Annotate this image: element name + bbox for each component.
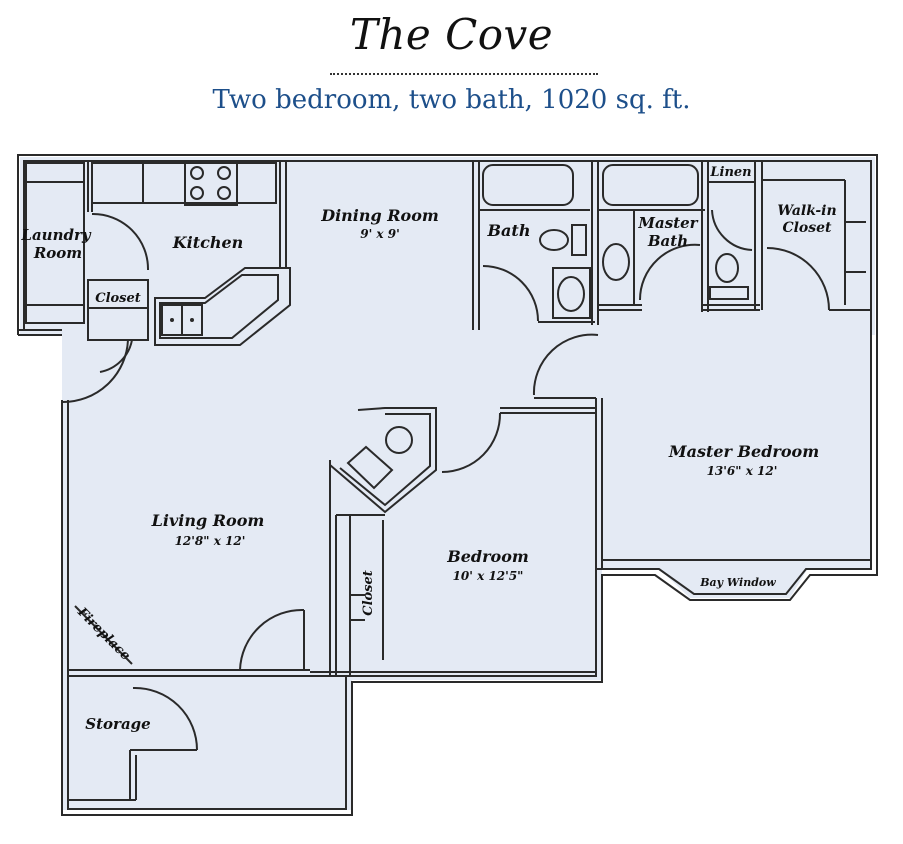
walkin-closet-label-line2: Closet (782, 220, 832, 236)
living-room-walls (68, 605, 310, 677)
plan-subtitle: Two bedroom, two bath, 1020 sq. ft. (212, 85, 691, 115)
storage-label: Storage (85, 715, 150, 733)
master-bedroom-label: Master Bedroom (668, 442, 819, 461)
kitchen-closet-walls (61, 279, 149, 404)
kitchen-walls (91, 160, 291, 346)
laundry-label-line1: Laundry (20, 226, 91, 244)
outer-walls (17, 154, 878, 816)
master-bedroom-size: 13'6" x 12' (707, 464, 778, 478)
dining-room-label: Dining Room (320, 206, 439, 225)
dining-room-size: 9' x 9' (360, 227, 400, 241)
walkin-closet-walls (762, 179, 871, 311)
bath-walls (472, 160, 599, 330)
master-bath-label-line2: Bath (647, 232, 688, 250)
bedroom-size: 10' x 12'5" (453, 569, 524, 583)
master-bath-walls (598, 160, 763, 312)
bedroom-label: Bedroom (446, 547, 529, 566)
living-room-label: Living Room (151, 511, 265, 530)
kitchen-sink (170, 318, 194, 322)
storage-walls (68, 686, 198, 801)
bay-window-label: Bay Window (699, 576, 776, 589)
linen-label: Linen (709, 165, 751, 180)
kitchen-label: Kitchen (172, 233, 244, 252)
title-divider (330, 73, 598, 75)
floor-fill (20, 157, 875, 810)
walkin-closet-label-line1: Walk-in (777, 203, 836, 219)
bedroom-walls (310, 407, 596, 677)
master-bedroom-walls (532, 333, 871, 569)
bath-label: Bath (487, 221, 531, 240)
living-room-size: 12'8" x 12' (175, 534, 246, 548)
master-bath-label-line1: Master (637, 214, 698, 232)
kitchen-closet-label: Closet (95, 291, 141, 306)
bedroom-closet-label: Closet (361, 570, 376, 616)
laundry-label-line2: Room (33, 244, 82, 262)
plan-title: The Cove (349, 10, 554, 59)
